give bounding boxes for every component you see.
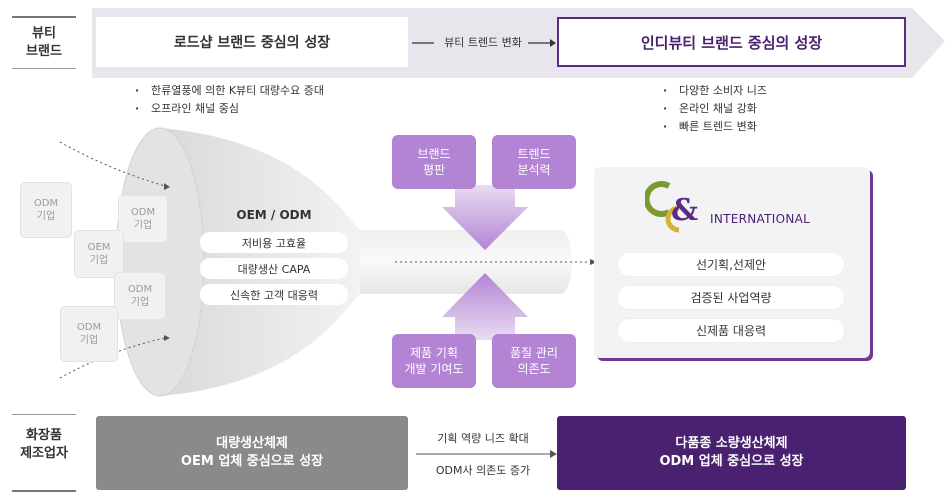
trend-arrow (412, 39, 556, 47)
funnel-title: OEM / ODM (236, 208, 312, 222)
arrow-top-label: 기획 역량 니즈 확대 (437, 432, 529, 445)
right-bullet-2: 온라인 채널 강화 (663, 100, 767, 118)
bottom-row-label: 화장품 제조업자 (12, 418, 76, 472)
top-row-label-line1: 뷰티 (32, 26, 56, 41)
bottom-row-label-line1: 화장품 (26, 428, 62, 443)
left-bullets: 한류열풍에 의한 K뷰티 대량수요 증대 오프라인 채널 중심 (135, 82, 324, 118)
funnel-item-2: 대량생산 CAPA (200, 258, 348, 279)
roadshop-growth-box: 로드샵 브랜드 중심의 성장 (96, 17, 408, 67)
funnel-graphic (59, 127, 597, 397)
company-item-3: 신제품 대응력 (617, 318, 845, 343)
left-bullet-1: 한류열풍에 의한 K뷰티 대량수요 증대 (135, 82, 324, 100)
right-bullet-3: 빠른 트렌드 변화 (663, 118, 767, 136)
bottom-label-divider-bottom (12, 490, 76, 492)
top-label-divider-top (12, 16, 76, 18)
right-bullet-1: 다양한 소비자 니즈 (663, 82, 767, 100)
bottom-row-label-line2: 제조업자 (20, 446, 68, 461)
top-row-label: 뷰티 브랜드 (12, 18, 76, 68)
convergence-arrows (442, 185, 528, 340)
company-item-1: 선기획,선제안 (617, 252, 845, 277)
top-label-divider-bottom (12, 68, 76, 69)
company-item-2: 검증된 사업역량 (617, 285, 845, 310)
right-bullets: 다양한 소비자 니즈 온라인 채널 강화 빠른 트렌드 변화 (663, 82, 767, 136)
left-bullet-2: 오프라인 채널 중심 (135, 100, 324, 118)
indie-beauty-growth-box: 인디뷰티 브랜드 중심의 성장 (557, 17, 906, 67)
bottom-label-divider-top (12, 414, 76, 415)
arrow-bottom-label: ODM사 의존도 증가 (435, 464, 531, 477)
svg-text:&: & (671, 193, 698, 228)
top-row-label-line2: 브랜드 (26, 44, 62, 59)
cc-logo-icon: & (645, 181, 698, 233)
logo-text: INTERNATIONAL (710, 212, 811, 226)
funnel-item-1: 저비용 고효율 (200, 232, 348, 253)
funnel-item-3: 신속한 고객 대응력 (200, 284, 348, 305)
bottom-arrow (416, 450, 557, 458)
trend-change-label: 뷰티 트렌드 변화 (444, 36, 522, 49)
